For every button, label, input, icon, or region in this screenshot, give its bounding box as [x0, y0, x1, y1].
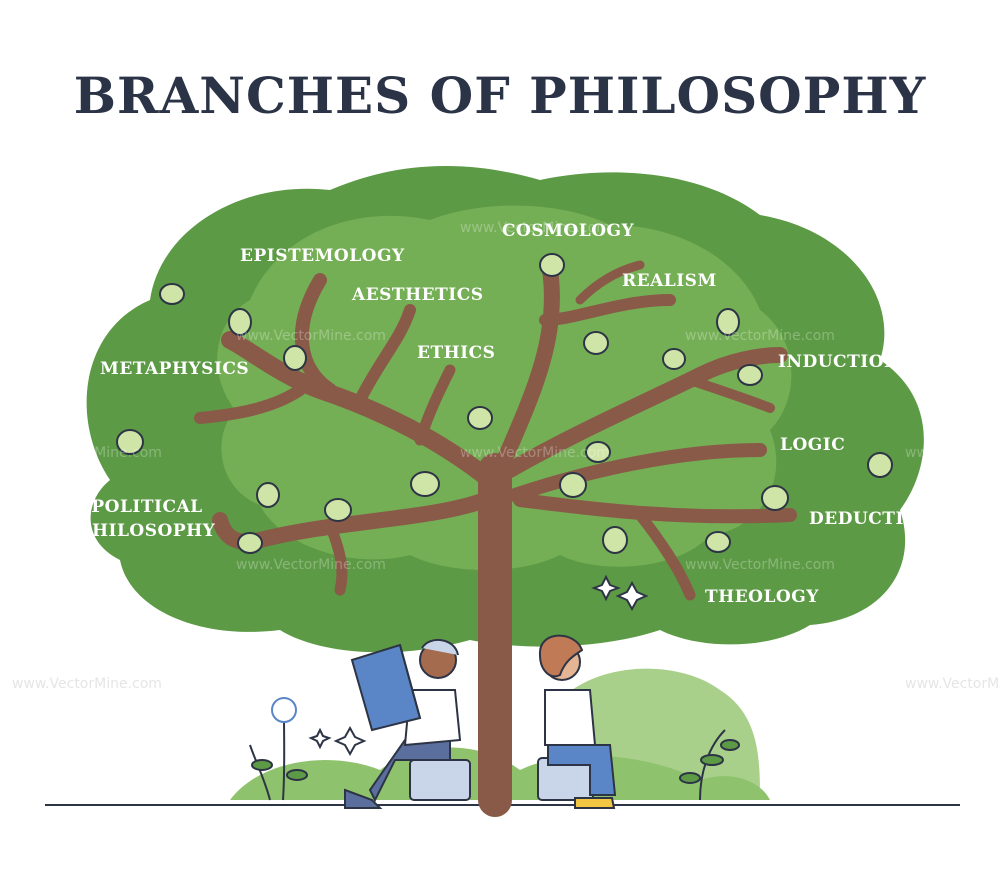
- label-aesthetics: AESTHETICS: [352, 285, 484, 305]
- label-metaphysics: METAPHYSICS: [100, 359, 250, 379]
- person-reading: [344, 639, 471, 809]
- leaves: [116, 253, 893, 554]
- label-cosmology: COSMOLOGY: [502, 221, 635, 241]
- label-ethics: ETHICS: [417, 343, 496, 363]
- tree-branches: [194, 260, 797, 817]
- label-induction: INDUCTION: [778, 352, 901, 372]
- label-theology: THEOLOGY: [705, 587, 819, 607]
- watermark-text: www.VectorMine.com: [12, 445, 162, 461]
- label-realism: REALISM: [622, 271, 717, 291]
- watermark-text: www.VectorMine.com: [905, 220, 1000, 236]
- watermark-text: www.VectorMine.com: [236, 328, 386, 344]
- watermark-text: www.VectorMine.com: [12, 220, 162, 236]
- page-title: BRANCHES OF PHILOSOPHY: [73, 66, 927, 125]
- label-deduction: DEDUCTION: [809, 509, 936, 529]
- watermark-text: www.VectorMine.com: [460, 220, 610, 236]
- watermark-text: www.VectorMine.com: [460, 445, 610, 461]
- label-political-philosophy: POLITICAL PHILOSOPHY: [78, 497, 216, 541]
- watermark-text: www.VectorMine.com: [685, 328, 835, 344]
- watermark-text: www.VectorMine.com: [905, 445, 1000, 461]
- watermark-text: www.VectorMine.com: [905, 676, 1000, 692]
- label-logic: LOGIC: [780, 435, 846, 455]
- watermark-text: www.VectorMine.com: [12, 676, 162, 692]
- watermark-text: www.VectorMine.com: [685, 557, 835, 573]
- person-thinking: [537, 634, 617, 809]
- sparkles: [308, 574, 649, 757]
- watermark-text: www.VectorMine.com: [236, 557, 386, 573]
- label-epistemology: EPISTEMOLOGY: [240, 246, 405, 266]
- ground-plants: [249, 697, 740, 801]
